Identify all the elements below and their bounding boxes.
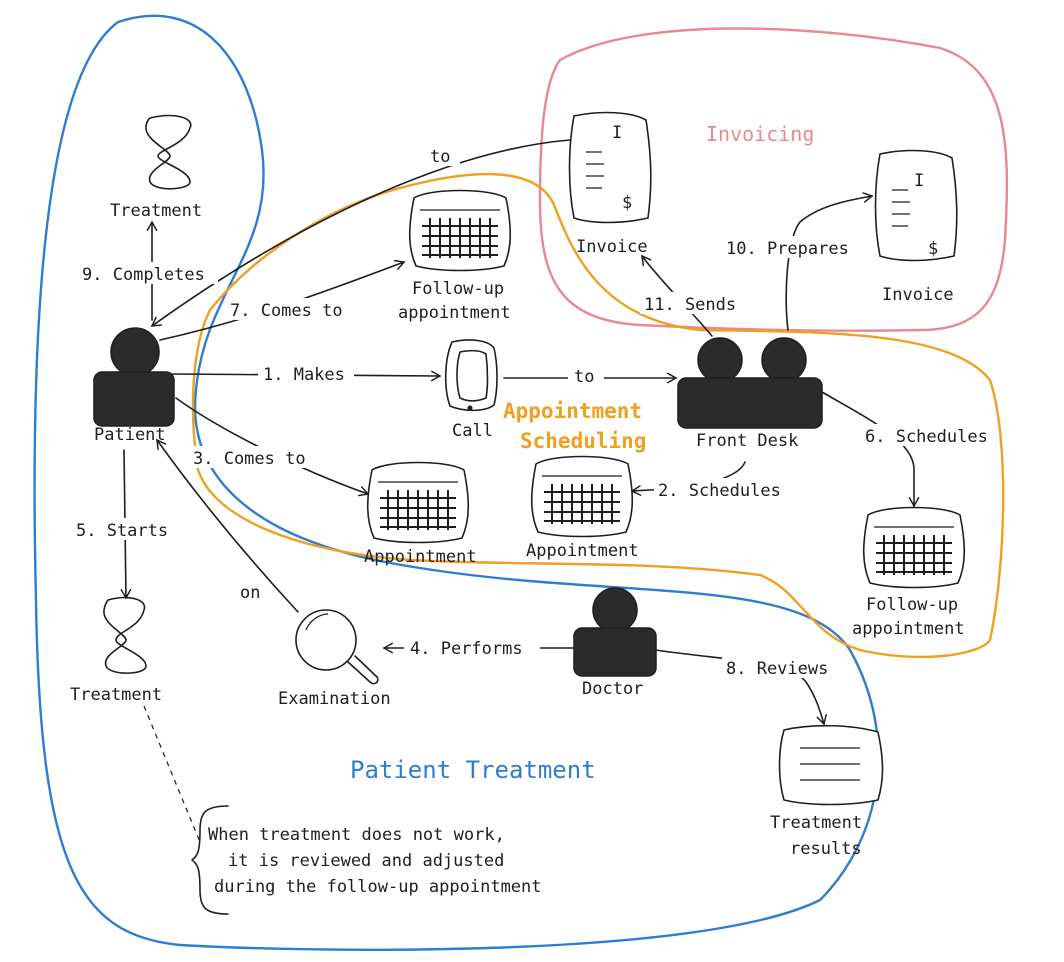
arrow-prepares: [785, 192, 874, 331]
label-schedules-followup: 6. Schedules: [865, 427, 988, 447]
actor-doctor-label: Doctor: [582, 679, 643, 699]
invoice-right-letter: I: [914, 171, 924, 191]
magnifier-icon: [295, 609, 357, 671]
label-completes: 9. Completes: [82, 265, 205, 285]
label-reviews: 8. Reviews: [726, 659, 828, 679]
label-invoice-to: to: [430, 147, 450, 167]
call-label: Call: [452, 421, 493, 441]
label-on-patient: on: [240, 583, 260, 603]
treatment-bottom-label: Treatment: [70, 685, 162, 705]
label-comes-to-appointment: 3. Comes to: [193, 449, 306, 469]
arrow-invoice-to-patient: [150, 139, 571, 327]
label-makes: 1. Makes: [263, 365, 345, 385]
front-desk-body-icon: [677, 377, 823, 429]
call: Call: [444, 339, 498, 441]
invoice-document-icon: [874, 149, 958, 262]
invoice-right-label: Invoice: [882, 285, 954, 305]
followup-appointment-top: Follow-up appointment: [398, 189, 512, 323]
treatment-results-label-1: Treatment: [770, 813, 862, 833]
treatment-note: When treatment does not work, it is revi…: [191, 805, 542, 915]
note-line-2: it is reviewed and adjusted: [228, 851, 504, 871]
hourglass-icon: [103, 596, 147, 674]
actor-patient-label: Patient: [94, 425, 166, 445]
invoice-left: I $ Invoice: [568, 111, 652, 257]
calendar-icon: [862, 506, 966, 589]
group-title-appointment-scheduling-1: Appointment: [503, 399, 642, 423]
group-title-appointment-scheduling-2: Scheduling: [520, 429, 646, 453]
invoice-document-icon: [568, 111, 652, 224]
actor-patient: Patient: [93, 327, 175, 445]
front-desk-head-icon-2: [761, 337, 807, 383]
calendar-icon: [530, 455, 634, 538]
doctor-body-icon: [573, 627, 657, 677]
patient-head-icon: [110, 327, 160, 377]
note-connector: [143, 705, 201, 843]
invoice-left-currency: $: [622, 193, 632, 213]
actor-front-desk: Front Desk: [677, 337, 823, 451]
examination-label: Examination: [278, 689, 391, 709]
front-desk-head-icon-1: [697, 337, 743, 383]
treatment-top: Treatment: [110, 114, 202, 221]
followup-top-label-2: appointment: [398, 303, 511, 323]
treatment-results: Treatment results: [770, 724, 884, 859]
label-sends: 11. Sends: [644, 295, 736, 315]
patient-body-icon: [93, 371, 175, 427]
phone-icon: [444, 339, 498, 412]
examination: Examination: [278, 609, 391, 709]
label-to-front-desk: to: [574, 367, 594, 387]
followup-right-label-2: appointment: [852, 619, 965, 639]
followup-top-label-1: Follow-up: [412, 279, 504, 299]
results-document-icon: [778, 724, 884, 806]
relation-labels: 1. Makes to 2. Schedules 3. Comes to 4. …: [70, 146, 990, 679]
arrow-schedules-followup: [821, 391, 920, 508]
calendar-icon: [408, 189, 512, 272]
invoice-right: I $ Invoice: [874, 149, 958, 305]
label-performs: 4. Performs: [410, 639, 523, 659]
treatment-bottom: Treatment: [70, 596, 162, 705]
invoicing-boundary: [538, 27, 1009, 332]
actor-doctor: Doctor: [573, 587, 657, 699]
note-line-1: When treatment does not work,: [208, 825, 505, 845]
appointment-mid: Appointment: [526, 455, 639, 561]
actor-front-desk-label: Front Desk: [696, 431, 798, 451]
label-comes-to-followup: 7. Comes to: [230, 301, 343, 321]
appointment-left: Appointment: [364, 461, 477, 567]
treatment-top-label: Treatment: [110, 201, 202, 221]
appointment-left-label: Appointment: [364, 547, 477, 567]
invoice-left-letter: I: [612, 123, 622, 143]
treatment-results-label-2: results: [790, 839, 862, 859]
label-schedules-appointment: 2. Schedules: [658, 481, 781, 501]
hourglass-icon: [145, 114, 192, 190]
invoice-left-label: Invoice: [576, 237, 648, 257]
followup-appointment-right: Follow-up appointment: [852, 506, 966, 639]
invoice-right-currency: $: [928, 239, 938, 259]
label-starts: 5. Starts: [76, 521, 168, 541]
followup-right-label-1: Follow-up: [866, 595, 958, 615]
group-title-invoicing: Invoicing: [706, 122, 814, 146]
appointment-mid-label: Appointment: [526, 541, 639, 561]
doctor-head-icon: [592, 587, 638, 633]
calendar-icon: [366, 461, 470, 544]
appointment-scheduling-boundary: [191, 172, 1005, 659]
note-brace: [191, 805, 229, 915]
label-prepares: 10. Prepares: [726, 239, 849, 259]
arrow-on-patient: [156, 438, 299, 613]
group-title-patient-treatment: Patient Treatment: [350, 756, 596, 784]
note-line-3: during the follow-up appointment: [214, 877, 542, 897]
